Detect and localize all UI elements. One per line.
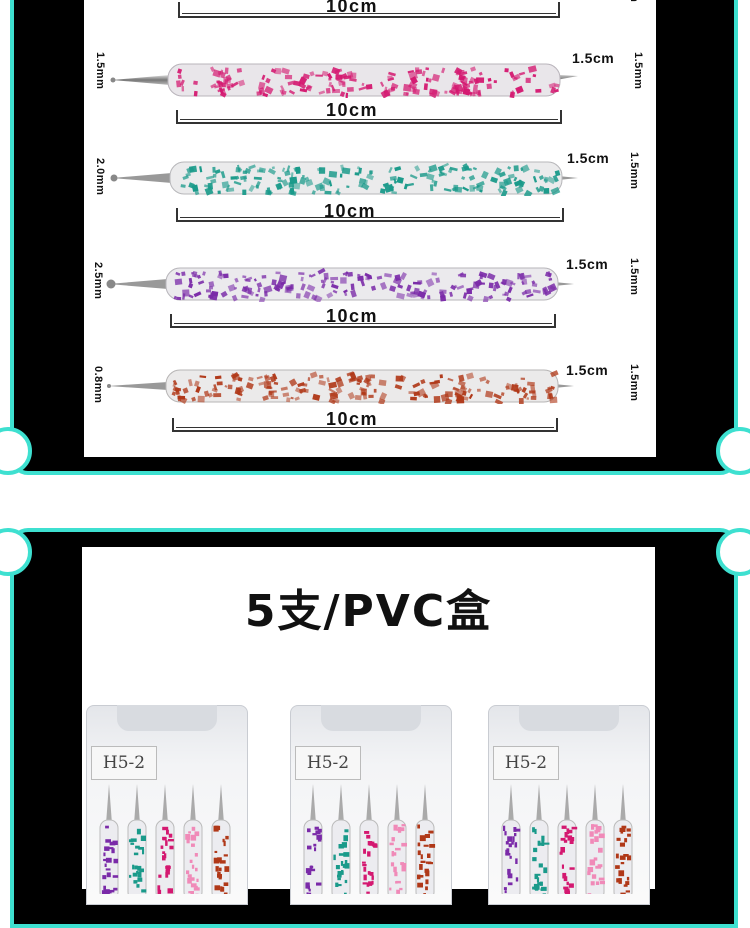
tip-size-left: 0.8mm [92, 366, 104, 403]
tip-size-left: 2.5mm [92, 262, 104, 299]
tip-size-right: 1.5mm [628, 364, 640, 401]
box-label: H5-2 [295, 746, 361, 780]
length-bracket [176, 208, 564, 222]
pvc-box-3: H5-2 [488, 705, 650, 905]
hang-tab [321, 705, 421, 731]
tip-size-left: 2.0mm [94, 158, 106, 195]
length-bracket [176, 110, 562, 124]
length-bracket [178, 2, 560, 18]
dotting-tool-purple [106, 266, 576, 302]
pens-set [95, 784, 241, 899]
dotting-tool-pink [110, 62, 580, 98]
tip-size-right: 1.5mm [632, 52, 644, 89]
pens-set [497, 784, 643, 899]
tip-size-right: 1.5mm [628, 258, 640, 295]
length-bracket [172, 418, 558, 432]
dotting-tool-teal [110, 160, 580, 196]
tip-size-left: 1.5mm [94, 52, 106, 89]
tip-size-right: 1.5mm [628, 152, 640, 189]
package-title: 5支/PVC盒 [82, 575, 655, 639]
pens-set [299, 784, 445, 899]
pvc-box-1: H5-2 [86, 705, 248, 905]
hang-tab [117, 705, 217, 731]
length-bracket [170, 314, 556, 328]
box-label: H5-2 [91, 746, 157, 780]
tip-size-right-partial: m [628, 0, 640, 2]
tip-length-right: 1.5cm [567, 150, 609, 166]
tip-length-right: 1.5cm [566, 256, 608, 272]
dotting-tool-orange [106, 368, 576, 404]
pvc-box-2: H5-2 [290, 705, 452, 905]
tip-length-right: 1.5cm [566, 362, 608, 378]
tip-length-right: 1.5cm [572, 50, 614, 66]
box-label: H5-2 [493, 746, 559, 780]
hang-tab [519, 705, 619, 731]
